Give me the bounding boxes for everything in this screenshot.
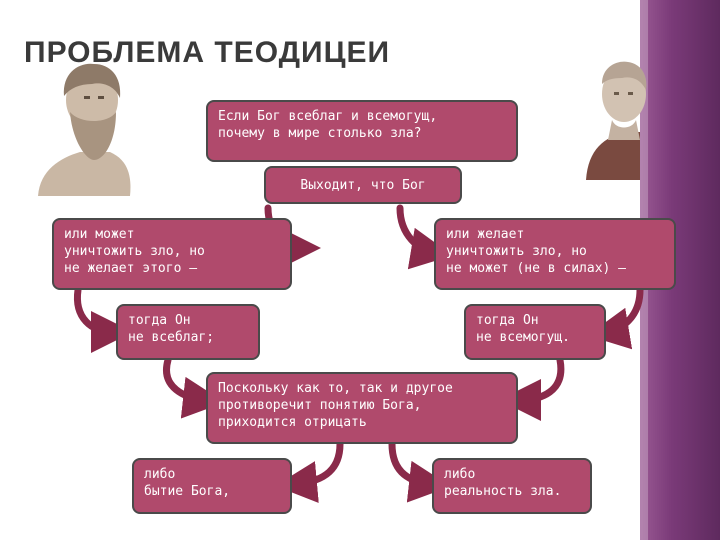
follows-box: Выходит, что Бог — [264, 166, 462, 204]
page-title: ПРОБЛЕМА ТЕОДИЦЕИ — [24, 36, 390, 70]
since-box: Поскольку как то, так и другое противоре… — [206, 372, 518, 444]
either-left-box: либо бытие Бога, — [132, 458, 292, 514]
arrow-to-right-option — [400, 208, 432, 252]
arrow-right-to-since — [520, 360, 561, 400]
arrow-to-right-result — [608, 290, 640, 332]
arrow-to-either-left — [296, 444, 340, 484]
arrow-to-either-right — [392, 444, 430, 484]
arrow-to-left-result — [77, 290, 112, 332]
question-box: Если Бог всеблаг и всемогущ, почему в ми… — [206, 100, 518, 162]
either-right-box: либо реальность зла. — [432, 458, 592, 514]
right-result-box: тогда Он не всемогущ. — [464, 304, 606, 360]
left-option-box: или может уничтожить зло, но не желает э… — [52, 218, 292, 290]
left-result-box: тогда Он не всеблаг; — [116, 304, 260, 360]
arrow-left-to-since — [167, 360, 204, 400]
right-option-box: или желает уничтожить зло, но не может (… — [434, 218, 676, 290]
